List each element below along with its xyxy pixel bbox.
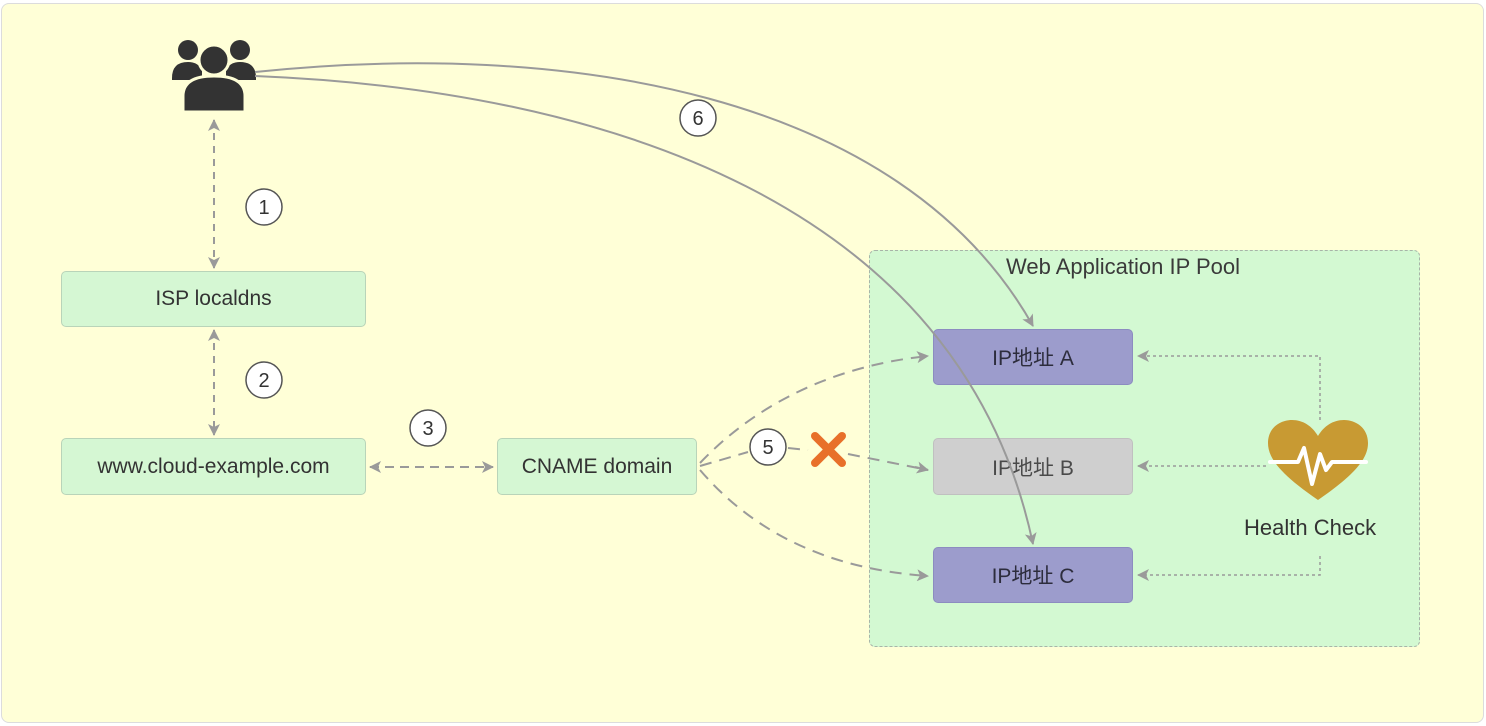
www-domain-node: www.cloud-example.com [61, 438, 366, 495]
svg-text:3: 3 [422, 418, 433, 440]
arrow-cname-ip-b [699, 447, 929, 471]
health-check-label: Health Check [1244, 515, 1377, 540]
users-group-icon [172, 40, 256, 114]
svg-text:5: 5 [762, 437, 773, 459]
health-check-line-c [1137, 556, 1321, 581]
isp-localdns-node: ISP localdns [61, 271, 366, 327]
health-check-line-a [1137, 350, 1321, 420]
arrow-cname-ip-c [699, 469, 929, 582]
step-6-marker: 6 [679, 99, 717, 137]
arrow-users-ip-a [254, 62, 1034, 327]
svg-text:6: 6 [692, 108, 703, 130]
ip-pool-title: Web Application IP Pool [1006, 254, 1241, 279]
arrow-users-ip-c [254, 75, 1037, 545]
step-3-marker: 3 [409, 409, 447, 447]
step-5-marker: 5 [749, 428, 787, 466]
cname-domain-node: CNAME domain [497, 438, 697, 495]
svg-text:2: 2 [258, 370, 269, 392]
ip-address-c-node: IP地址 C [933, 547, 1133, 603]
x-mark-icon [811, 432, 846, 467]
step-2-marker: 2 [245, 361, 283, 399]
arrow-cname-ip-a [699, 351, 929, 464]
ip-address-a-node: IP地址 A [933, 329, 1133, 385]
svg-text:1: 1 [258, 197, 269, 219]
step-1-marker: 1 [245, 188, 283, 226]
heart-pulse-icon [1268, 420, 1368, 500]
